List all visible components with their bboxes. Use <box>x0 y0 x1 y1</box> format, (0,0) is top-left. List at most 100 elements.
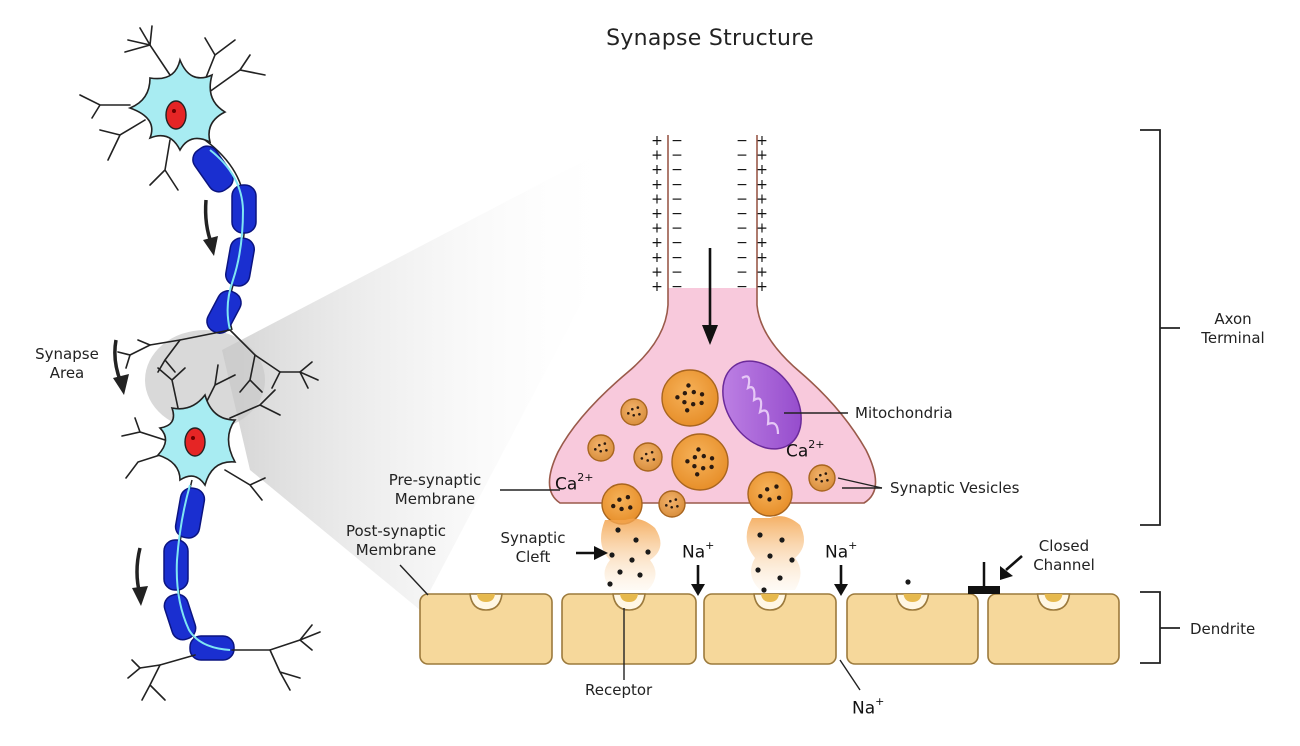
plus-sign: + <box>756 221 768 237</box>
axon-terminal: +−−++−−++−−++−−++−−++−−++−−++−−++−−++−−+… <box>548 133 911 605</box>
vesicle <box>620 398 648 426</box>
sodium-ion-1-symbol: Na <box>682 542 706 563</box>
lower-flow-arrow <box>132 547 148 606</box>
vesicle <box>671 433 729 491</box>
plus-sign: + <box>651 133 663 149</box>
pre-synaptic-line1: Pre-synaptic <box>388 471 482 489</box>
minus-sign: − <box>671 235 683 251</box>
neuron-illustration <box>79 25 620 701</box>
vesicle <box>601 483 643 525</box>
calcium-ion-right: Ca2+ <box>786 438 825 462</box>
dendrite-label: Dendrite <box>1190 620 1256 638</box>
synaptic-cleft-line1: Synaptic <box>500 529 566 547</box>
sodium-ion-1: Na+ <box>682 539 715 563</box>
plus-sign: + <box>756 148 768 164</box>
neurotransmitter-dot <box>633 537 639 543</box>
receptor-site <box>895 593 930 611</box>
dendrite-cell <box>419 593 553 665</box>
minus-sign: − <box>671 177 683 193</box>
upper-flow-arrow <box>203 199 218 256</box>
minus-sign: − <box>671 191 683 207</box>
membrane-charge-signs: +−−++−−++−−++−−++−−++−−++−−++−−++−−++−−+… <box>651 133 768 295</box>
lower-neuron-dendrites <box>121 364 281 501</box>
pre-synaptic-line2: Membrane <box>394 490 476 508</box>
upper-axon-terminals <box>117 329 319 393</box>
vesicle <box>587 434 615 462</box>
neurotransmitter-dot <box>617 569 623 575</box>
plus-sign: + <box>756 162 768 178</box>
neurotransmitter-dot <box>637 572 643 578</box>
calcium-ion-left-symbol: Ca <box>555 474 578 495</box>
sodium-ion-1-charge: + <box>705 539 715 552</box>
upper-neuron-nucleus <box>165 100 187 130</box>
plus-sign: + <box>756 235 768 251</box>
receptor-label: Receptor <box>585 681 653 699</box>
post-synaptic-line1: Post-synaptic <box>345 522 446 540</box>
plus-sign: + <box>651 279 663 295</box>
closed-channel <box>968 562 1000 594</box>
vesicle <box>658 490 686 518</box>
lower-axon <box>163 479 235 661</box>
minus-sign: − <box>736 264 748 280</box>
vesicle <box>661 369 719 427</box>
sodium-ion-3-charge: + <box>875 695 885 708</box>
plus-sign: + <box>756 264 768 280</box>
neurotransmitter-dot <box>615 527 621 533</box>
plus-sign: + <box>756 133 768 149</box>
neurotransmitter-dot <box>609 552 615 558</box>
synaptic-cleft-line2: Cleft <box>515 548 551 566</box>
plus-sign: + <box>651 235 663 251</box>
pointer-lines <box>399 412 883 691</box>
synaptic-vesicles-label: Synaptic Vesicles <box>890 479 1020 497</box>
dendrite-cell <box>703 593 837 665</box>
sodium-ion-3: Na+ <box>852 695 885 719</box>
synaptic-cleft-label: Synaptic Cleft <box>492 529 574 567</box>
minus-sign: − <box>671 221 683 237</box>
minus-sign: − <box>736 206 748 222</box>
minus-sign: − <box>736 177 748 193</box>
plus-sign: + <box>756 206 768 222</box>
synapse-area-highlight <box>145 330 265 430</box>
minus-sign: − <box>671 162 683 178</box>
plus-sign: + <box>651 177 663 193</box>
calcium-ion-right-charge: 2+ <box>808 438 825 451</box>
plus-sign: + <box>651 191 663 207</box>
calcium-ion-right-symbol: Ca <box>786 441 809 462</box>
terminal-outline <box>548 135 877 504</box>
diagram-title: Synapse Structure <box>606 26 814 51</box>
synapse-area-line2: Area <box>49 364 85 382</box>
post-synaptic-line2: Membrane <box>355 541 437 559</box>
minus-sign: − <box>671 250 683 266</box>
minus-sign: − <box>736 191 748 207</box>
synapse-area-line1: Synapse <box>35 345 99 363</box>
sodium-ion-2-charge: + <box>848 539 858 552</box>
receptor-site <box>469 593 503 611</box>
plus-sign: + <box>651 162 663 178</box>
dendrite-cell <box>561 593 697 665</box>
neurotransmitter-dot <box>779 537 785 543</box>
pre-synaptic-membrane-label: Pre-synaptic Membrane <box>370 471 500 509</box>
plus-sign: + <box>651 264 663 280</box>
post-synaptic-membrane-label: Post-synaptic Membrane <box>326 522 466 560</box>
calcium-ion-left: Ca2+ <box>555 471 594 495</box>
closed-channel-label: Closed Channel <box>1018 537 1110 575</box>
vesicle <box>633 442 663 472</box>
neurotransmitter-dot <box>761 587 767 593</box>
plus-sign: + <box>756 250 768 266</box>
minus-sign: − <box>671 279 683 295</box>
minus-sign: − <box>671 206 683 222</box>
plus-sign: + <box>651 148 663 164</box>
axon-terminal-line1: Axon <box>1214 310 1252 328</box>
neurotransmitter-dot <box>755 567 761 573</box>
minus-sign: − <box>736 133 748 149</box>
plus-sign: + <box>651 221 663 237</box>
sodium-ion-2: Na+ <box>825 539 858 563</box>
region-brackets <box>1140 129 1180 664</box>
dendrite-cell <box>846 593 979 665</box>
sodium-ion-3-symbol: Na <box>852 698 876 719</box>
neurotransmitter-dot <box>757 532 763 538</box>
neurotransmitter-dot <box>767 553 773 559</box>
upper-neuron-dendrites <box>79 25 266 191</box>
axon-terminal-line2: Terminal <box>1201 329 1265 347</box>
minus-sign: − <box>736 235 748 251</box>
